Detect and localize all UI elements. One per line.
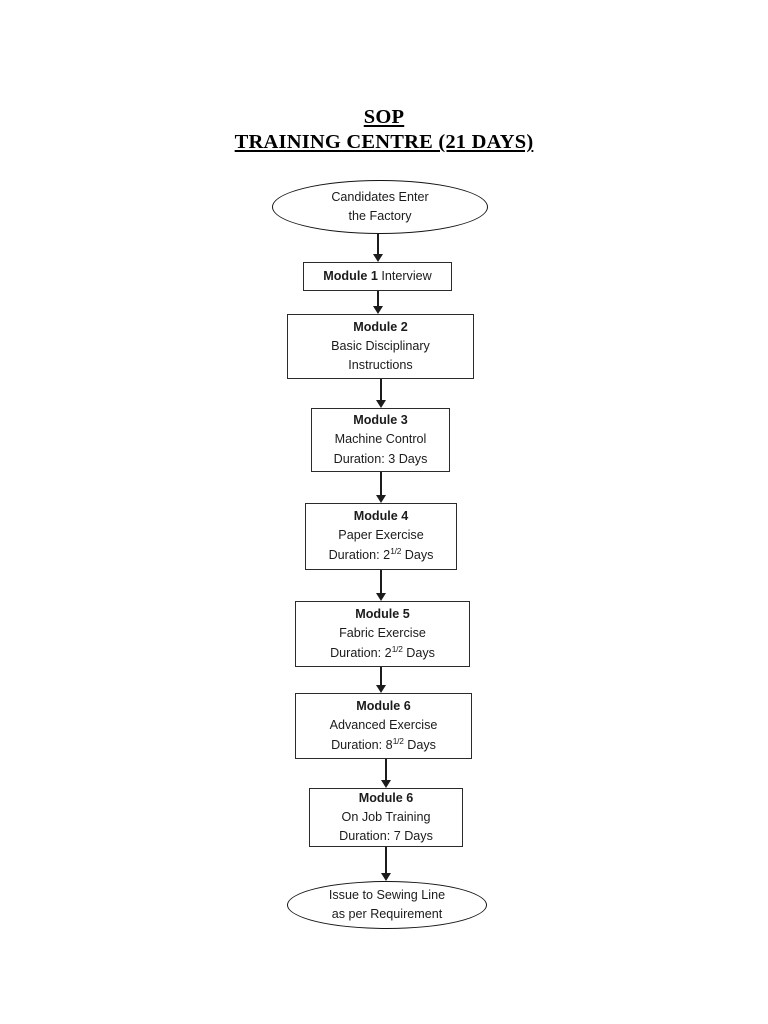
flow-node-start-line1: Candidates Enter [331, 189, 429, 204]
flow-node-module-3[interactable]: Module 3 Machine Control Duration: 3 Day… [311, 408, 450, 472]
flow-node-module-6-advanced-duration-label: Duration: [331, 738, 386, 753]
flow-node-module-4-duration-fraction: 1/2 [390, 546, 402, 557]
flow-node-module-3-duration: Duration: 3 Days [333, 451, 428, 466]
flow-node-module-5-heading: Module 5 [355, 606, 410, 621]
flow-node-module-2-heading: Module 2 [353, 319, 408, 334]
document-title: SOP TRAINING CENTRE (21 DAYS) [0, 105, 768, 155]
flow-node-module-5-duration-whole: 2 [384, 646, 392, 661]
flow-node-end-line2: as per Requirement [331, 907, 443, 921]
flow-node-module-4-heading: Module 4 [353, 509, 409, 524]
connector-module-4-to-module-5 [374, 570, 388, 601]
flow-node-module-1[interactable]: Module 1 Interview [303, 262, 452, 291]
connector-stem [385, 759, 387, 780]
flow-node-module-6-advanced-line1: Advanced Exercise [329, 717, 438, 732]
flow-node-module-5-duration: Duration: 21/2 Days [330, 643, 435, 663]
flow-node-end-line1: Issue to Sewing Line [328, 887, 446, 902]
flow-node-module-2[interactable]: Module 2 Basic Disciplinary Instructions [287, 314, 474, 379]
flow-node-module-5-duration-unit: Days [402, 646, 435, 661]
flow-node-module-6-advanced-duration: Duration: 81/2 Days [331, 735, 436, 755]
connector-stem [380, 570, 382, 593]
connector-arrowhead [376, 400, 386, 408]
flow-node-module-6-advanced-heading: Module 6 [356, 698, 411, 713]
connector-stem [380, 379, 382, 400]
connector-arrowhead [376, 593, 386, 601]
flow-node-module-1-heading: Module 1 [323, 268, 378, 283]
flow-node-module-6-advanced[interactable]: Module 6 Advanced Exercise Duration: 81/… [295, 693, 472, 759]
title-line-training-centre-text: TRAINING CENTRE (21 DAYS) [234, 131, 534, 153]
flow-node-module-6-advanced-duration-unit: Days [403, 738, 436, 753]
connector-start-to-module-1 [371, 234, 385, 262]
flow-node-module-4[interactable]: Module 4 Paper Exercise Duration: 21/2 D… [305, 503, 457, 570]
connector-arrowhead [381, 873, 391, 881]
title-line-sop: SOP [0, 105, 768, 130]
flow-node-module-1-label: Module 1 Interview [323, 267, 431, 286]
title-line-training-centre: TRAINING CENTRE (21 DAYS) [0, 130, 768, 155]
flow-node-module-4-duration-whole: 2 [383, 548, 391, 563]
flow-node-module-5-line1: Fabric Exercise [339, 625, 426, 640]
flow-node-module-6-advanced-duration-fraction: 1/2 [392, 735, 404, 746]
flow-node-module-4-duration-unit: Days [401, 548, 434, 563]
connector-module-6-ojt-to-end [379, 847, 393, 881]
flow-node-module-4-duration: Duration: 21/2 Days [329, 545, 434, 565]
flow-node-module-5-duration-fraction: 1/2 [391, 643, 403, 654]
connector-stem [380, 472, 382, 495]
connector-module-1-to-module-2 [371, 291, 385, 314]
flow-node-module-4-line1: Paper Exercise [338, 528, 424, 543]
connector-stem [377, 291, 379, 306]
connector-arrowhead [376, 495, 386, 503]
flow-node-start-line2: the Factory [348, 209, 412, 223]
connector-arrowhead [373, 254, 383, 262]
connector-stem [380, 667, 382, 685]
connector-module-3-to-module-4 [374, 472, 388, 503]
connector-stem [377, 234, 379, 254]
flow-node-module-4-duration-label: Duration: [328, 548, 384, 563]
flow-node-module-1-rest: Interview [377, 268, 432, 283]
flow-node-module-6-ojt-heading: Module 6 [358, 790, 414, 805]
title-line-sop-text: SOP [363, 106, 405, 128]
flow-node-module-6-ojt-duration: Duration: 7 Days [339, 829, 433, 844]
flow-node-module-5-duration-label: Duration: [330, 646, 385, 661]
flow-node-module-2-line1: Basic Disciplinary [331, 338, 430, 353]
connector-module-6-advanced-to-module-6-ojt [379, 759, 393, 788]
flow-node-module-6-ojt[interactable]: Module 6 On Job Training Duration: 7 Day… [309, 788, 463, 847]
flow-node-end[interactable]: Issue to Sewing Line as per Requirement [287, 881, 487, 929]
connector-module-5-to-module-6-advanced [374, 667, 388, 693]
flow-node-module-5[interactable]: Module 5 Fabric Exercise Duration: 21/2 … [295, 601, 470, 667]
flow-node-module-6-advanced-duration-whole: 8 [385, 738, 393, 753]
connector-arrowhead [376, 685, 386, 693]
flow-node-module-3-heading: Module 3 [353, 413, 408, 428]
flow-node-module-2-line2: Instructions [348, 358, 413, 373]
flow-node-module-3-line1: Machine Control [334, 432, 427, 447]
connector-stem [385, 847, 387, 873]
connector-arrowhead [381, 780, 391, 788]
connector-arrowhead [373, 306, 383, 314]
connector-module-2-to-module-3 [374, 379, 388, 408]
flow-node-start[interactable]: Candidates Enter the Factory [272, 180, 488, 234]
flow-node-module-6-ojt-line1: On Job Training [341, 809, 431, 824]
